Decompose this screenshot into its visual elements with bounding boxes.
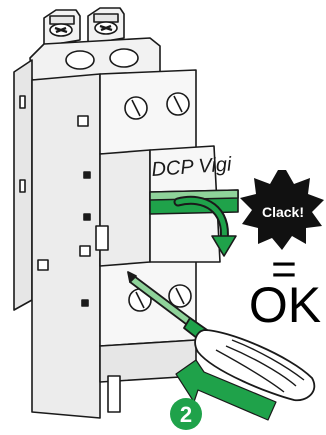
device-label: DCP Vigi [151,153,233,181]
clack-text: Clack! [262,204,304,220]
clack-burst-icon: Clack! [240,170,324,250]
step-number: 2 [180,402,192,427]
step-badge: 2 [170,398,202,430]
ok-result-text: OK [249,277,321,333]
